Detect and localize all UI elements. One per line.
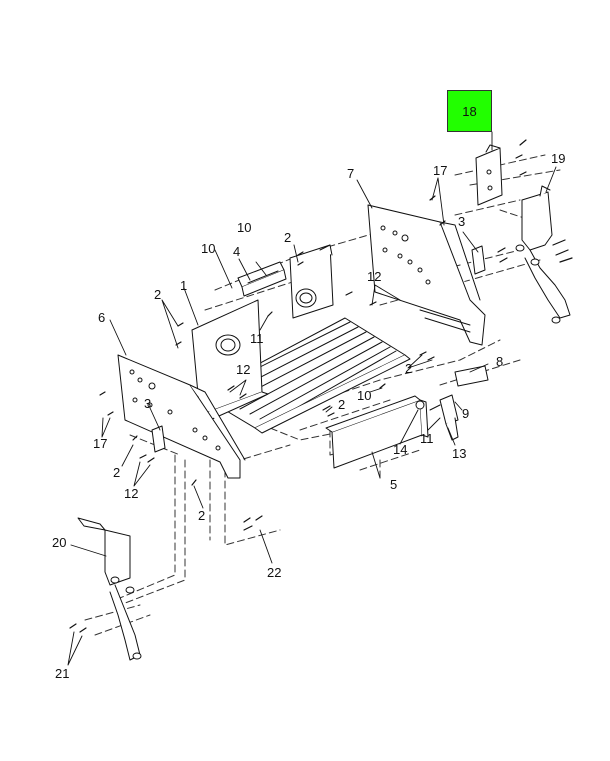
latch-assembly bbox=[415, 394, 459, 441]
mount-bracket-part-20 bbox=[77, 517, 142, 661]
highlighted-part-box[interactable]: 18 bbox=[447, 90, 492, 132]
channel-part-4 bbox=[237, 261, 287, 297]
callout-12: 12 bbox=[236, 362, 251, 377]
callout-6: 6 bbox=[98, 310, 106, 325]
small-bracket-part-3 bbox=[151, 245, 486, 453]
fasteners bbox=[69, 139, 573, 633]
callout-10: 10 bbox=[237, 220, 252, 235]
callout-2: 2 bbox=[284, 230, 292, 245]
callout-9: 9 bbox=[462, 406, 470, 421]
callout-4: 4 bbox=[233, 244, 241, 259]
left-rail-part-6 bbox=[117, 354, 246, 479]
callout-2: 2 bbox=[405, 361, 413, 376]
callout-2: 2 bbox=[113, 465, 121, 480]
callout-17: 17 bbox=[433, 163, 448, 178]
bracket-part-18 bbox=[475, 144, 503, 206]
callout-10: 10 bbox=[201, 241, 216, 256]
callout-11: 11 bbox=[250, 331, 264, 346]
leader-lines bbox=[67, 131, 557, 666]
callout-3: 3 bbox=[144, 396, 152, 411]
front-panel-part-5 bbox=[325, 395, 429, 469]
callout-18: 18 bbox=[462, 104, 477, 119]
callout-11: 11 bbox=[420, 431, 434, 446]
mount-bracket-part-19 bbox=[515, 185, 571, 324]
callout-2: 2 bbox=[338, 397, 346, 412]
callout-2: 2 bbox=[198, 508, 206, 523]
callout-12: 12 bbox=[367, 269, 382, 284]
callout-14: 14 bbox=[393, 442, 408, 457]
callout-2: 2 bbox=[154, 287, 162, 302]
callout-8: 8 bbox=[496, 354, 504, 369]
callout-1: 1 bbox=[180, 278, 188, 293]
callout-7: 7 bbox=[347, 166, 355, 181]
callout-12: 12 bbox=[124, 486, 139, 501]
callout-3: 3 bbox=[458, 214, 466, 229]
callout-5: 5 bbox=[390, 477, 398, 492]
callout-17: 17 bbox=[93, 436, 108, 451]
callout-19: 19 bbox=[551, 151, 566, 166]
callout-21: 21 bbox=[55, 666, 70, 681]
callout-22: 22 bbox=[267, 565, 282, 580]
callout-13: 13 bbox=[452, 446, 467, 461]
callout-20: 20 bbox=[52, 535, 67, 550]
bracket-part-8 bbox=[454, 365, 489, 387]
right-rail-part-7 bbox=[367, 204, 486, 346]
callout-10: 10 bbox=[357, 388, 372, 403]
